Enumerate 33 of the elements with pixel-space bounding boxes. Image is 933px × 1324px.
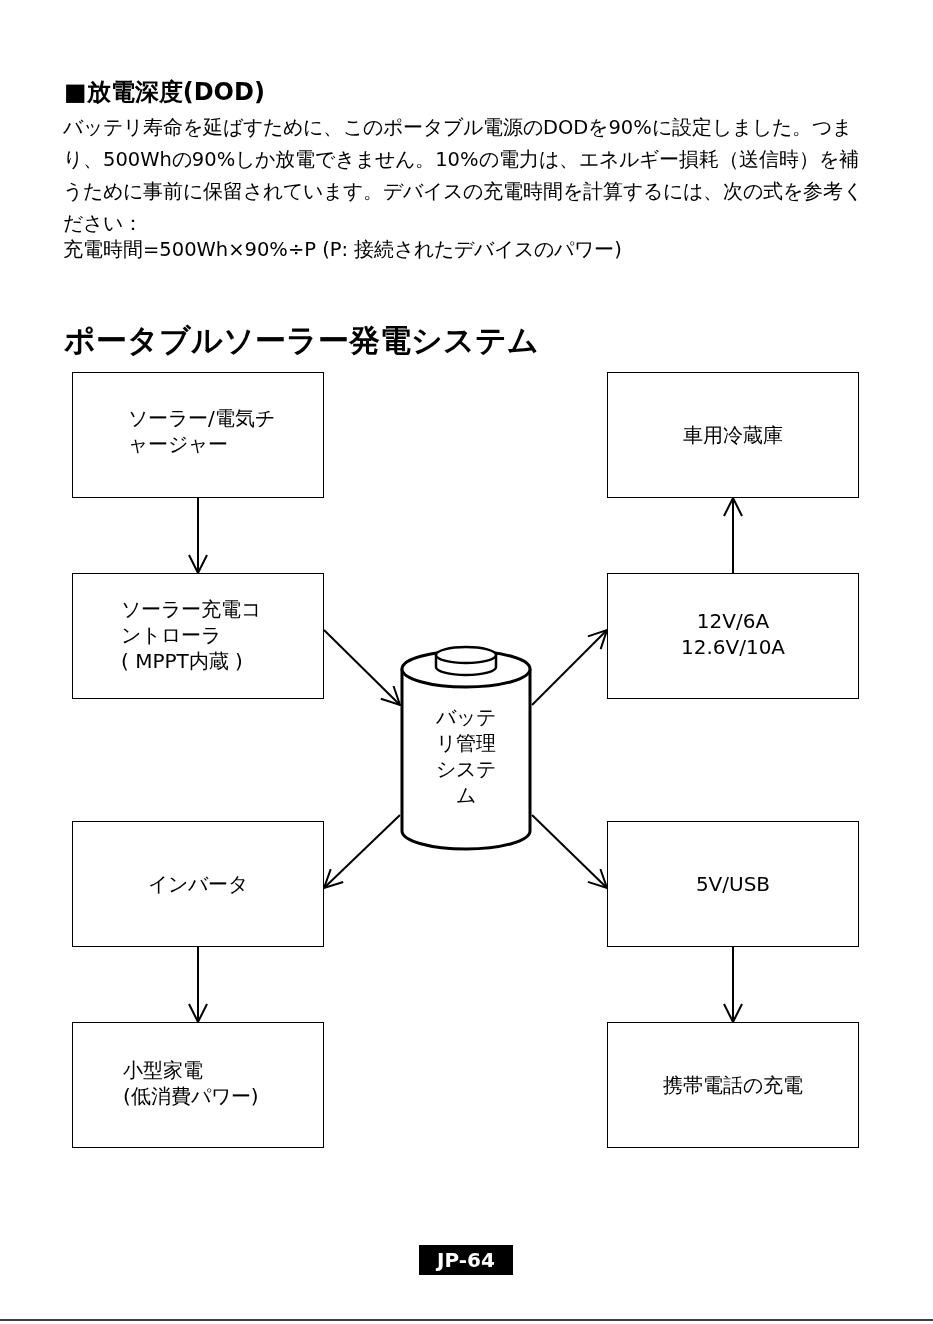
process-box xyxy=(607,573,859,699)
diagram-title: ポータブルソーラー発電システム xyxy=(64,321,539,360)
arrow xyxy=(531,629,608,706)
node-label: ( MPPT内蔵 ) xyxy=(121,648,244,674)
node-label: 携帯電話の充電 xyxy=(663,1072,803,1098)
node-label: 12V/6A xyxy=(696,608,770,634)
arrow xyxy=(323,814,401,889)
page-number: JP-64 xyxy=(419,1245,513,1275)
paragraph: バッテリ寿命を延ばすために、このポータブル電源のDODを90%に設定しました。つまり、500Whの90%しか放電できません。10%の電力は、エネルギー損耗（送信時）を補うために事前に保留されています。デバイスの充電時間を計算するには、次の式を参考ください： xyxy=(63,115,864,237)
node-label: ソーラー充電コントローラ xyxy=(121,596,262,648)
process-box xyxy=(607,372,859,498)
arrow xyxy=(188,497,208,574)
process-box xyxy=(72,1022,324,1148)
formula-text: 充電時間=500Wh×90%÷P (P: 接続されたデバイスのパワー) xyxy=(63,237,622,263)
arrow xyxy=(531,814,608,889)
node-label: 12.6V/10A xyxy=(680,634,786,660)
node-label: バッテリ管理システム xyxy=(435,704,497,808)
node-label: インバータ xyxy=(148,871,248,897)
process-box xyxy=(607,1022,859,1148)
process-box xyxy=(72,573,324,699)
arrow xyxy=(723,497,743,574)
node-label: (低消費パワー) xyxy=(123,1083,259,1109)
node-label: 小型家電 xyxy=(123,1057,203,1083)
arrow xyxy=(323,629,401,706)
arrow xyxy=(723,946,743,1023)
process-box xyxy=(72,821,324,947)
arrow xyxy=(188,946,208,1023)
process-box xyxy=(72,372,324,498)
node-label: 5V/USB xyxy=(695,871,771,897)
process-box xyxy=(607,821,859,947)
section-heading: ■放電深度(DOD) xyxy=(64,77,265,108)
node-label: 車用冷蔵庫 xyxy=(683,422,783,448)
node-label: ソーラー/電気チャージャー xyxy=(128,405,276,457)
